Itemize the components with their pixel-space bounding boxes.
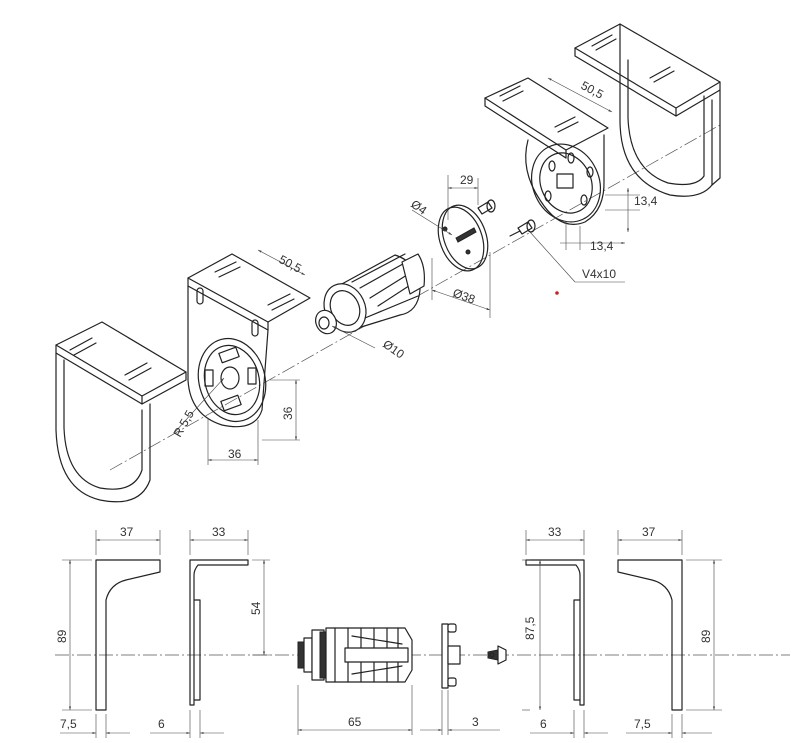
dim-label: Ø10 — [380, 337, 407, 362]
ortho-drive-adapter: 65 — [297, 627, 413, 735]
dim-label: 33 — [212, 525, 226, 539]
dim-label: 3 — [472, 715, 479, 729]
iso-screw: V4x10 — [509, 219, 625, 283]
iso-left-plate-bracket: R 5,5 36 36 50,5 — [170, 249, 311, 465]
iso-top-right-plate-bracket — [484, 77, 609, 225]
ortho-right-plate: 33 87,5 6 — [522, 525, 608, 738]
dim-label: 54 — [249, 601, 263, 615]
dim-label: 37 — [642, 525, 656, 539]
iso-top-right-bracket — [574, 23, 721, 197]
marker-dot — [555, 291, 559, 295]
dim-label: Ø38 — [451, 286, 477, 307]
dim-label: 6 — [540, 717, 547, 731]
dim-label: 13,4 — [634, 194, 658, 208]
ortho-end-cap: 3 — [420, 623, 500, 735]
dim-label: 89 — [55, 629, 69, 643]
dim-label: 29 — [460, 173, 474, 187]
dim-label: 33 — [548, 525, 562, 539]
dim-label: 13,4 — [590, 239, 614, 253]
dim-label: 87,5 — [523, 616, 537, 640]
dim-label: 36 — [228, 447, 242, 461]
dim-offsets: 13,4 13,4 — [560, 188, 658, 253]
iso-pins — [477, 199, 496, 215]
iso-left-bracket — [55, 321, 187, 503]
ortho-left-bracket: 37 89 7,5 — [55, 525, 161, 738]
dim-top-bracket-width: 50,5 — [547, 77, 613, 113]
dim-label: 65 — [348, 715, 362, 729]
dim-label: 50,5 — [579, 78, 606, 101]
dim-label: 6 — [158, 717, 165, 731]
dim-label: 7,5 — [634, 717, 651, 731]
dim-label: 37 — [120, 525, 134, 539]
dim-label: 89 — [699, 629, 713, 643]
ortho-screw — [487, 645, 507, 665]
dim-label: Ø4 — [408, 197, 429, 218]
ortho-left-plate: 33 54 6 — [150, 525, 270, 738]
iso-end-plate: 29 Ø4 Ø38 — [408, 173, 491, 318]
screw-label: V4x10 — [582, 267, 616, 281]
iso-drive-adapter: Ø10 — [315, 253, 425, 362]
ortho-right-bracket: 37 89 7,5 — [617, 525, 722, 738]
dim-label: 7,5 — [60, 717, 77, 731]
dim-label: 36 — [281, 406, 295, 420]
iso-centerline — [109, 124, 721, 471]
